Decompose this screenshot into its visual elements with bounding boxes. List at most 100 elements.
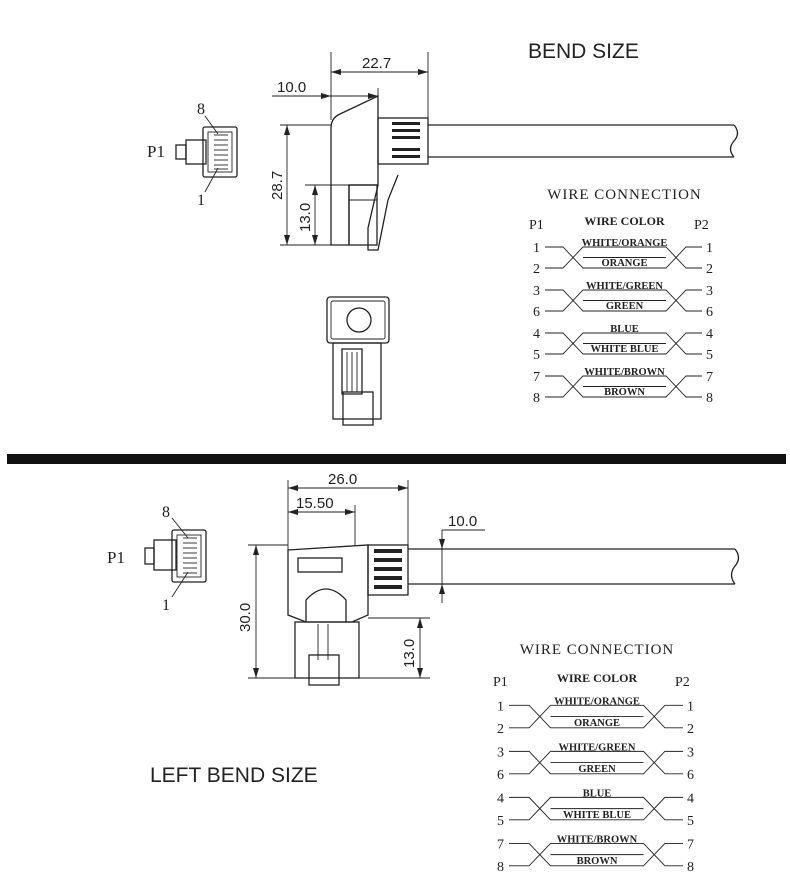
bottom-p1-pin-1: 1 (497, 699, 504, 714)
top-wire-connection-title: WIRE CONNECTION (547, 187, 702, 203)
top-connector-body (330, 94, 379, 246)
top-p1-pin-8: 8 (533, 391, 540, 406)
bottom-color-6: GREEN (578, 764, 616, 775)
top-dim-13-0: 13.0 (297, 203, 314, 232)
top-strain-ribs (392, 122, 420, 158)
top-p1-label: P1 (147, 142, 165, 161)
top-p1-pin-3: 3 (533, 284, 540, 299)
bottom-p1-latch (144, 547, 155, 565)
bottom-wire-connection-title: WIRE CONNECTION (520, 642, 675, 658)
bottom-wire-4 (509, 796, 683, 821)
bottom-dim-26-0: 26.0 (328, 471, 357, 488)
bottom-color-2: ORANGE (574, 718, 620, 729)
bottom-section: LEFT BEND SIZE P1 8 1 (107, 471, 740, 787)
top-pin-1-leader (204, 167, 219, 193)
bottom-p1-pin-3: 3 (497, 745, 504, 760)
top-dim-22-7: 22.7 (362, 55, 391, 72)
top-p2-pin-5: 5 (706, 348, 713, 363)
bottom-pin-8-leader (171, 517, 189, 539)
bottom-wire-8 (509, 842, 683, 867)
top-front-housing (326, 296, 390, 344)
bottom-color-7: WHITE/BROWN (557, 834, 638, 845)
bottom-p2-pin-2: 2 (687, 722, 694, 737)
top-bend-connector (330, 94, 739, 251)
top-color-2: ORANGE (601, 258, 647, 269)
bottom-color-1: WHITE/ORANGE (554, 696, 640, 707)
bottom-wire-3 (509, 750, 683, 775)
top-p2-pin-7: 7 (706, 370, 713, 385)
top-color-7: WHITE/BROWN (584, 367, 665, 378)
top-pin-8-label: 8 (197, 101, 205, 118)
top-p1-pin-4: 4 (533, 327, 540, 342)
bottom-p2-pin-4: 4 (687, 791, 694, 806)
top-pin-8-leader (204, 115, 219, 135)
bottom-p1-pin-8: 8 (497, 860, 504, 875)
bottom-color-8: BROWN (577, 856, 618, 867)
bottom-dim-30-0: 30.0 (237, 603, 254, 632)
top-dimensions: 22.7 10.0 28.7 13.0 (269, 52, 429, 246)
bottom-p2-header: P2 (675, 675, 690, 690)
bottom-color-4: BLUE (583, 788, 612, 799)
top-connector-plug (348, 184, 378, 246)
bottom-p2-pin-3: 3 (687, 745, 694, 760)
top-pin-1-label: 1 (197, 192, 205, 209)
bottom-p1-neck (153, 539, 177, 571)
bottom-dim-13-0: 13.0 (401, 639, 418, 668)
top-color-6: GREEN (606, 301, 644, 312)
top-p1-connector: P1 8 1 (147, 101, 238, 209)
top-p2-pin-8: 8 (706, 391, 713, 406)
top-p2-pin-4: 4 (706, 327, 713, 342)
top-p1-pin-7: 7 (533, 370, 540, 385)
top-p2-pin-3: 3 (706, 284, 713, 299)
top-p1-pin-6: 6 (533, 305, 540, 320)
bottom-connector-window (297, 557, 343, 573)
top-cable-break (729, 124, 739, 158)
bottom-p1-pin-2: 2 (497, 722, 504, 737)
top-front-port (346, 307, 372, 333)
bottom-pin-1-leader (171, 571, 189, 598)
top-p1-body (202, 126, 238, 178)
top-color-4: BLUE (610, 324, 639, 335)
bottom-connector-plug (294, 621, 360, 679)
top-front-view (326, 296, 390, 426)
top-p2-pin-1: 1 (706, 241, 713, 256)
bottom-p1-body (171, 529, 207, 583)
bottom-bend-connector (287, 544, 740, 686)
top-color-5: WHITE BLUE (591, 344, 659, 355)
bottom-wire-7 (509, 842, 683, 867)
bottom-p2-pin-8: 8 (687, 860, 694, 875)
top-section: BEND SIZE P1 8 1 (147, 40, 739, 426)
top-p1-neck (185, 139, 207, 165)
top-connector-latch (367, 174, 399, 251)
bottom-dim-15-50: 15.50 (296, 495, 334, 512)
bottom-title: LEFT BEND SIZE (150, 764, 318, 787)
top-wire-8 (545, 375, 702, 398)
bottom-wire-6 (509, 750, 683, 775)
bottom-wire-2 (509, 704, 683, 729)
bottom-p2-pin-5: 5 (687, 814, 694, 829)
top-wire-3 (545, 289, 702, 312)
bottom-p1-header: P1 (493, 675, 508, 690)
top-p1-face (207, 131, 233, 173)
bottom-color-5: WHITE BLUE (563, 810, 631, 821)
top-pair-3: 4 5 4 5 BLUE WHITE BLUE (533, 324, 713, 363)
top-wire-6 (545, 289, 702, 312)
bottom-dim-10-0: 10.0 (448, 513, 477, 530)
bottom-p2-pin-6: 6 (687, 768, 694, 783)
section-divider (7, 454, 786, 464)
top-dim-10-0: 10.0 (277, 79, 306, 96)
top-wire-5 (545, 332, 702, 355)
bottom-strain-ribs (374, 549, 402, 589)
top-p1-pin-5: 5 (533, 348, 540, 363)
top-wire-2 (545, 246, 702, 269)
top-wire-1 (545, 246, 702, 269)
